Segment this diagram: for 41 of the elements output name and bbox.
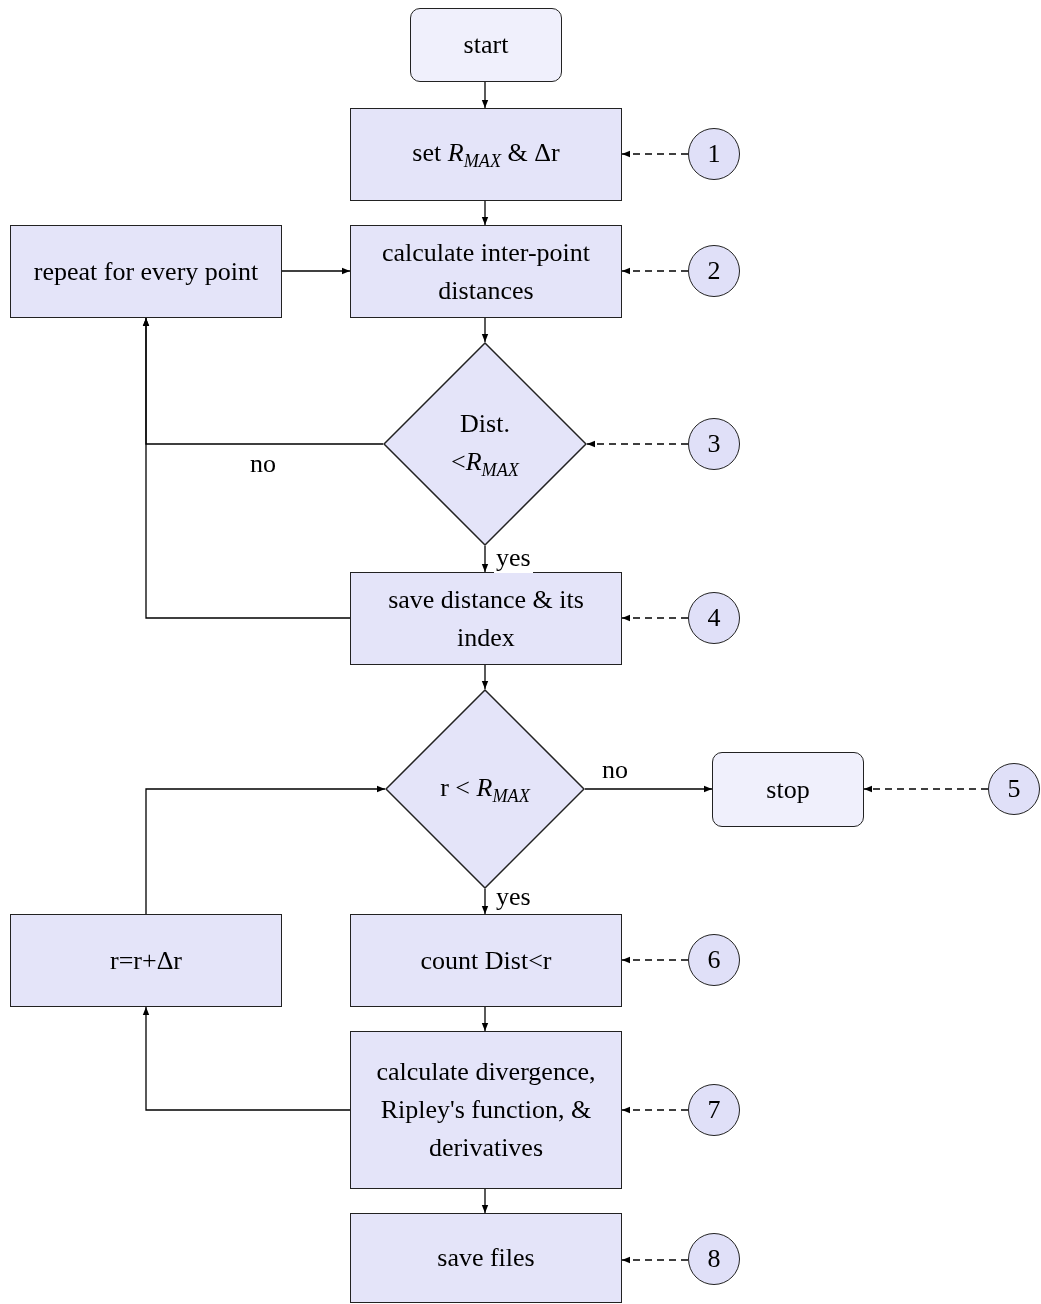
callout-number: 6 <box>688 934 740 986</box>
terminal-box: stop <box>712 752 864 827</box>
arrow <box>481 1006 489 1032</box>
dashed-arrow <box>621 1256 689 1264</box>
arrow <box>481 200 489 226</box>
callout-number: 4 <box>688 592 740 644</box>
process-box: calculate divergence, Ripley's function, & derivatives <box>350 1031 622 1189</box>
decision-diamond: r < R$_{MAX}$ <box>385 689 585 889</box>
callout-number: 5 <box>988 763 1040 815</box>
process-box: repeat for every point <box>10 225 282 318</box>
arrow <box>142 317 351 619</box>
process-box: set R$_{MAX}$ & Δr <box>350 108 622 201</box>
process-box: save distance & its index <box>350 572 622 665</box>
arrow <box>584 785 713 793</box>
arrow <box>481 664 489 690</box>
terminal-box: start <box>410 8 562 82</box>
process-box: save files <box>350 1213 622 1303</box>
dashed-arrow <box>621 614 689 622</box>
callout-number: 1 <box>688 128 740 180</box>
dashed-arrow <box>621 956 689 964</box>
callout-number: 8 <box>688 1233 740 1285</box>
arrow <box>281 267 351 275</box>
callout-number: 7 <box>688 1084 740 1136</box>
arrow <box>142 1006 351 1111</box>
process-box: r=r+Δr <box>10 914 282 1007</box>
decision-diamond: Dist. <R$_{MAX}$ <box>383 342 587 546</box>
arrow <box>481 888 489 915</box>
arrow <box>145 785 386 915</box>
process-box: count Dist<r <box>350 914 622 1007</box>
dashed-arrow <box>621 1106 689 1114</box>
arrow <box>481 545 489 573</box>
dashed-arrow <box>586 440 689 448</box>
dashed-arrow <box>621 267 689 275</box>
callout-number: 3 <box>688 418 740 470</box>
arrow <box>481 1188 489 1214</box>
process-box: calculate inter-point distances <box>350 225 622 318</box>
arrow <box>481 317 489 343</box>
dashed-arrow <box>863 785 989 793</box>
arrow <box>481 81 489 109</box>
dashed-arrow <box>621 150 689 158</box>
callout-number: 2 <box>688 245 740 297</box>
